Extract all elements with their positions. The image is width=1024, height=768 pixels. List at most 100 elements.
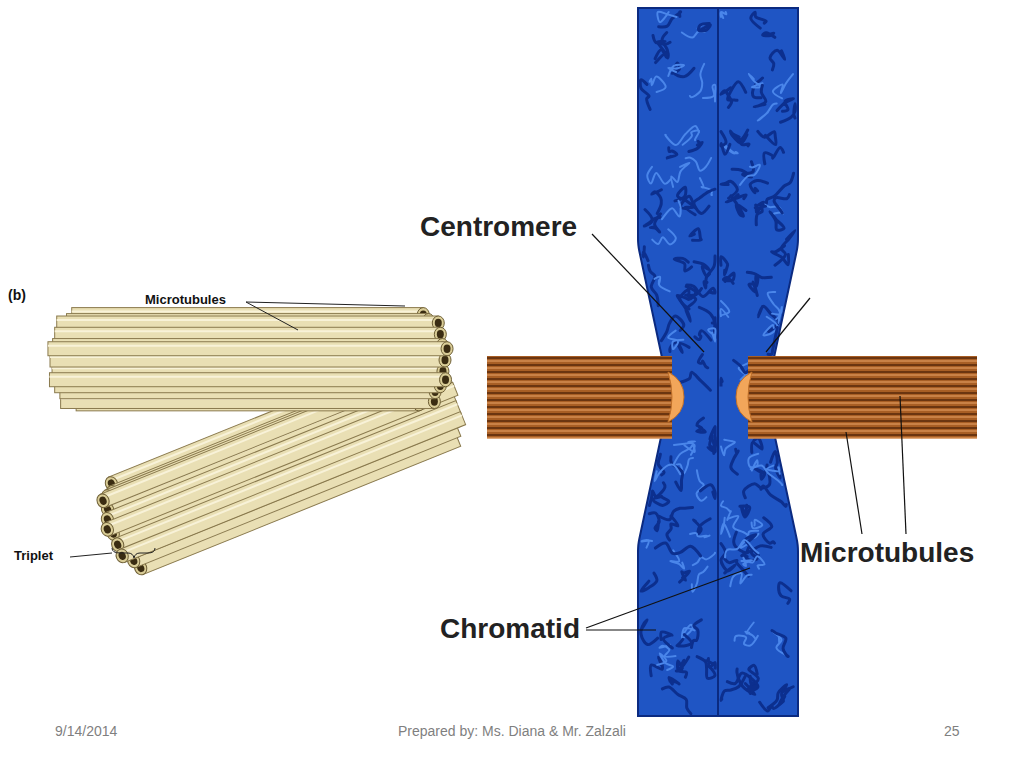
chromatin-coil bbox=[653, 496, 669, 505]
tube-end bbox=[99, 521, 115, 538]
kinetochore bbox=[736, 372, 752, 422]
chromatin-coil bbox=[740, 505, 750, 517]
chromatin-coil bbox=[671, 163, 689, 187]
chromatin-coil bbox=[656, 44, 668, 63]
chromatin-coil bbox=[761, 486, 786, 506]
chromatin-coil bbox=[752, 520, 763, 529]
chromatin-coil bbox=[730, 130, 747, 143]
part-label: Triplet bbox=[14, 549, 53, 563]
microtubule-tube bbox=[48, 342, 447, 356]
tube-end bbox=[95, 492, 111, 509]
chromatin-coil bbox=[642, 540, 652, 548]
microtubule-tube bbox=[49, 373, 445, 387]
tube-hole bbox=[437, 330, 444, 338]
chromatin-coil bbox=[680, 286, 696, 308]
centriole-bundle bbox=[48, 308, 453, 411]
tube-highlight bbox=[50, 356, 445, 358]
chromatin-coil bbox=[698, 23, 710, 31]
chromatin-coil bbox=[721, 257, 728, 275]
chromatin-coil bbox=[641, 620, 658, 645]
leader-line bbox=[246, 302, 298, 330]
leader-line bbox=[592, 234, 704, 352]
microtubule-tube bbox=[120, 412, 466, 563]
chromatin-coil bbox=[662, 201, 681, 219]
chromatin-coil bbox=[689, 141, 702, 151]
chromatin-coil bbox=[694, 519, 711, 535]
chromatin-coil bbox=[647, 167, 670, 184]
leader-line bbox=[246, 302, 405, 306]
chromatin-coil bbox=[754, 85, 766, 107]
chromatin-coil bbox=[770, 50, 785, 70]
chromatin-coil bbox=[698, 355, 707, 368]
tube-highlight bbox=[57, 319, 439, 321]
footer-author: Prepared by: Ms. Diana & Mr. Zalzali bbox=[398, 724, 626, 739]
chromatin-coil bbox=[650, 657, 662, 676]
tube-hole bbox=[444, 345, 451, 353]
chromatin-coil bbox=[655, 464, 681, 481]
tube-highlight bbox=[117, 404, 458, 542]
chromatin-coil bbox=[721, 378, 722, 386]
part-label: Centromere bbox=[420, 212, 577, 243]
chromatin-coil bbox=[779, 583, 792, 604]
chromatin-coil bbox=[649, 513, 659, 531]
tube-end bbox=[441, 342, 453, 356]
chromatin-coil bbox=[751, 465, 783, 485]
chromatin-coil bbox=[665, 126, 699, 145]
chromatin-coil bbox=[677, 635, 692, 647]
tube-highlight bbox=[121, 415, 462, 553]
chromatin-coil bbox=[750, 181, 767, 193]
chromatin-coil bbox=[745, 623, 755, 640]
chromatin-coil bbox=[667, 516, 678, 540]
chromatin-coil bbox=[735, 636, 758, 646]
chromatin-coil bbox=[731, 196, 746, 216]
chromatin-coil bbox=[661, 632, 673, 648]
chromatin-coil bbox=[721, 301, 730, 317]
chromatin-coil bbox=[748, 556, 765, 568]
chromatin-coil bbox=[667, 148, 677, 158]
chromatin-coil bbox=[748, 676, 757, 693]
chromatin-coil bbox=[721, 518, 730, 537]
chromatin-coil bbox=[697, 418, 706, 432]
chromatin-coil bbox=[756, 205, 765, 224]
chromatin-coil bbox=[744, 474, 770, 498]
chromatin-coil bbox=[772, 306, 782, 323]
chromatin-coil bbox=[654, 277, 669, 292]
chromatin-coil bbox=[777, 99, 794, 112]
leader-line bbox=[900, 396, 906, 534]
chromatin-coil bbox=[764, 148, 784, 164]
part-label: Microtubules bbox=[145, 293, 226, 307]
chromatin-coil bbox=[731, 449, 739, 474]
chromatin-coil bbox=[703, 85, 716, 102]
tube-highlight bbox=[55, 330, 441, 332]
footer-date: 9/14/2014 bbox=[55, 724, 117, 739]
panel-letter: (b) bbox=[8, 288, 26, 303]
chromatin-coil bbox=[690, 533, 709, 537]
leader-line bbox=[586, 568, 750, 628]
chromatin-coil bbox=[758, 131, 776, 144]
tube-highlight bbox=[52, 367, 443, 369]
chromatin-coil bbox=[652, 190, 662, 214]
spindle-microtubules bbox=[487, 356, 672, 438]
chromatin-coil bbox=[721, 88, 732, 108]
chromatin-coil bbox=[721, 501, 731, 520]
chromatin-coil bbox=[657, 653, 673, 670]
tube-hole bbox=[102, 524, 112, 534]
chromatin-coil bbox=[749, 74, 763, 88]
chromatin-coil bbox=[730, 573, 751, 586]
chromatin-coil bbox=[693, 553, 715, 565]
tube-highlight bbox=[49, 376, 445, 378]
leader-line bbox=[586, 629, 656, 630]
microtubule-tube bbox=[115, 401, 461, 552]
chromatin-coil bbox=[723, 273, 734, 283]
part-label: Microtubules bbox=[800, 538, 974, 569]
chromatin-coil bbox=[650, 77, 666, 92]
tube-end bbox=[114, 547, 130, 564]
chromatin-coil bbox=[706, 659, 715, 670]
chromatin-coil bbox=[774, 195, 789, 213]
chromatin-coil bbox=[679, 657, 689, 668]
chromatin-coil bbox=[721, 544, 735, 573]
tube-hole bbox=[442, 356, 449, 364]
chromatin-coil bbox=[710, 436, 716, 453]
chromatin-coil bbox=[694, 189, 715, 213]
